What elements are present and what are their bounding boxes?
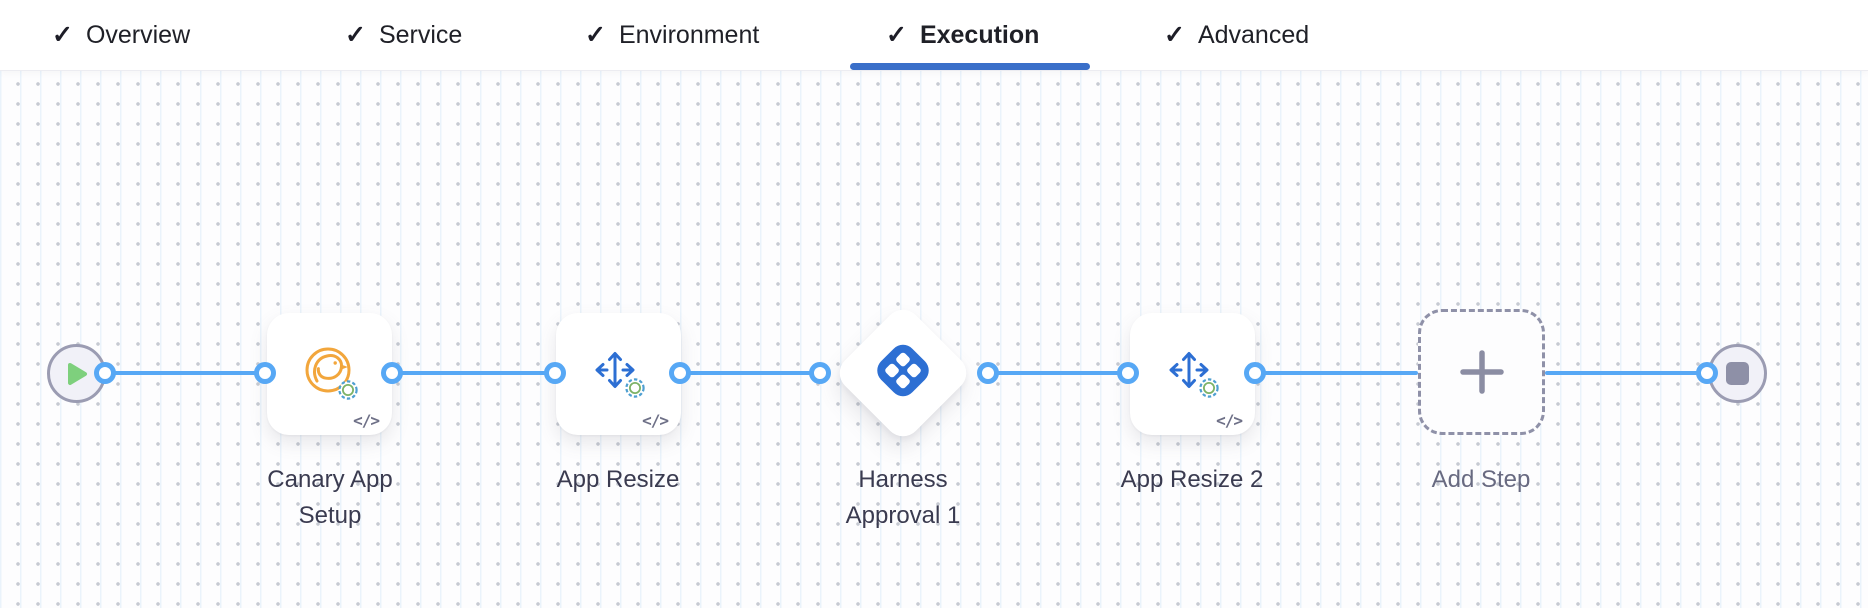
edge-connector[interactable] — [1696, 362, 1718, 384]
step-label-app-resize-2: App Resize 2 — [1120, 466, 1264, 493]
step-label-add-step: Add Step — [1431, 466, 1531, 493]
step-label-app-resize: App Resize — [556, 466, 680, 493]
step-node-canary-app-setup[interactable]: </> — [267, 313, 392, 435]
gear-badge-icon — [337, 380, 358, 400]
check-icon: ✓ — [1164, 20, 1185, 49]
edge-line — [392, 371, 555, 375]
edge-line — [1545, 371, 1707, 375]
active-tab-underline — [850, 63, 1090, 70]
edge-connector[interactable] — [254, 362, 276, 384]
add-step-button[interactable] — [1418, 309, 1545, 435]
tab-label: Environment — [618, 20, 760, 49]
code-icon[interactable]: </> — [353, 411, 380, 430]
edge-connector[interactable] — [977, 362, 999, 384]
check-icon: ✓ — [52, 20, 73, 49]
tab-label: Execution — [919, 20, 1040, 49]
pipeline-config-tabbar: ✓ Overview ✓ Service ✓ Environment ✓ Exe… — [0, 0, 1868, 70]
code-icon[interactable]: </> — [642, 411, 669, 430]
step-node-harness-approval[interactable] — [832, 302, 974, 444]
play-icon — [67, 362, 87, 385]
resize-arrows-icon — [595, 352, 645, 398]
edge-connector[interactable] — [381, 362, 403, 384]
edge-connector[interactable] — [544, 362, 566, 384]
check-icon: ✓ — [585, 20, 606, 49]
step-node-app-resize-2[interactable]: </> — [1130, 313, 1255, 435]
tab-overview[interactable]: ✓ Overview — [52, 0, 190, 70]
edge-line — [680, 371, 820, 375]
edge-line — [105, 371, 265, 375]
pipeline-canvas[interactable]: </> </> — [0, 70, 1868, 608]
code-icon[interactable]: </> — [1216, 411, 1243, 430]
edge-connector[interactable] — [94, 362, 116, 384]
gear-badge-icon — [1198, 378, 1219, 398]
edge-line — [988, 371, 1128, 375]
tab-execution[interactable]: ✓ Execution — [886, 0, 1039, 70]
step-label-harness-approval: Harness Approval 1 — [845, 466, 961, 529]
plus-icon — [1459, 350, 1504, 394]
step-node-app-resize[interactable]: </> — [556, 313, 681, 435]
edge-line — [1255, 371, 1418, 375]
tab-label: Service — [378, 20, 463, 49]
tab-label: Advanced — [1197, 20, 1310, 49]
edge-connector[interactable] — [809, 362, 831, 384]
resize-arrows-icon — [1169, 352, 1219, 398]
edge-connector[interactable] — [669, 362, 691, 384]
check-icon: ✓ — [345, 20, 366, 49]
canary-bird-icon — [305, 347, 358, 400]
gear-badge-icon — [624, 378, 645, 398]
step-label-canary-app-setup: Canary App Setup — [267, 466, 393, 529]
tab-environment[interactable]: ✓ Environment — [585, 0, 759, 70]
tab-label: Overview — [85, 20, 191, 49]
edge-connector[interactable] — [1117, 362, 1139, 384]
stop-icon — [1726, 362, 1749, 385]
harness-approval-icon — [877, 344, 929, 397]
tab-advanced[interactable]: ✓ Advanced — [1164, 0, 1309, 70]
edge-connector[interactable] — [1244, 362, 1266, 384]
tab-service[interactable]: ✓ Service — [345, 0, 462, 70]
check-icon: ✓ — [886, 20, 907, 49]
